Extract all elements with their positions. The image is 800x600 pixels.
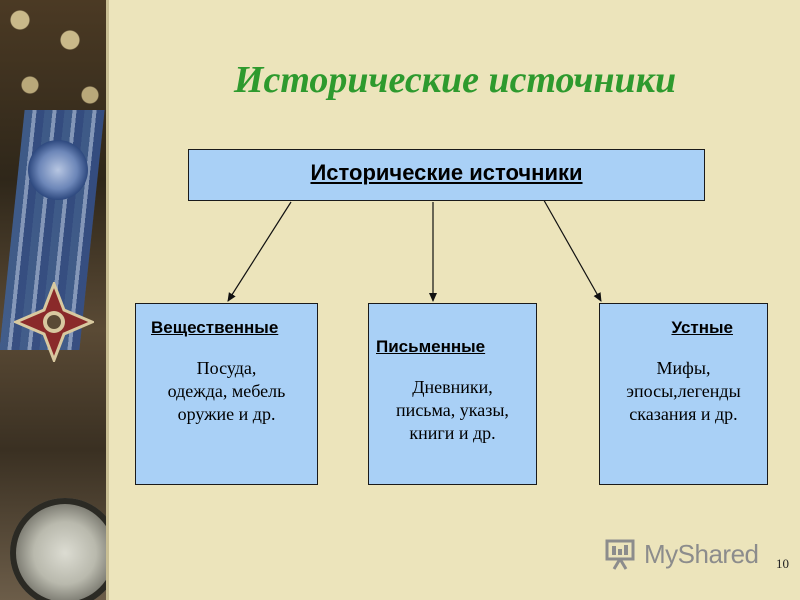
watermark-logo: MyShared (604, 536, 759, 572)
category-oral-line-2: эпосы,легенды (626, 381, 741, 401)
category-oral-heading: Устные (671, 318, 733, 337)
category-material: Вещественные Посуда, одежда, мебель оруж… (135, 303, 318, 485)
side-divider (106, 0, 109, 600)
decorative-medal-photo (0, 0, 106, 600)
category-material-line-3: оружие и др. (177, 404, 276, 424)
category-written-heading: Письменные (376, 337, 486, 356)
category-oral-line-1: Мифы, (656, 358, 711, 378)
category-written-line-1: Дневники, (412, 377, 493, 397)
category-material-line-2: одежда, мебель (167, 381, 286, 401)
arrow-to-material (227, 201, 292, 302)
category-written-line-3: книги и др. (409, 423, 496, 443)
medal-cross-icon (14, 282, 94, 362)
page-number: 10 (776, 556, 789, 571)
category-oral-line-3: сказания и др. (629, 404, 738, 424)
category-oral: Устные Мифы, эпосы,легенды сказания и др… (599, 303, 768, 485)
compass-icon (10, 498, 106, 600)
root-node: Исторические источники (188, 149, 705, 201)
category-written: Письменные Дневники, письма, указы, книг… (368, 303, 537, 485)
arrow-to-oral (536, 187, 602, 302)
ribbon-rosette (28, 140, 88, 200)
category-written-line-2: письма, указы, (396, 400, 509, 420)
category-material-line-1: Посуда, (196, 358, 257, 378)
root-node-label: Исторические источники (310, 160, 583, 185)
category-material-heading: Вещественные (151, 318, 279, 337)
buttons-pattern (0, 0, 106, 110)
watermark-text: MyShared (644, 538, 759, 569)
slide-title: Исторические источники (233, 59, 677, 101)
presentation-board-icon (605, 539, 635, 570)
